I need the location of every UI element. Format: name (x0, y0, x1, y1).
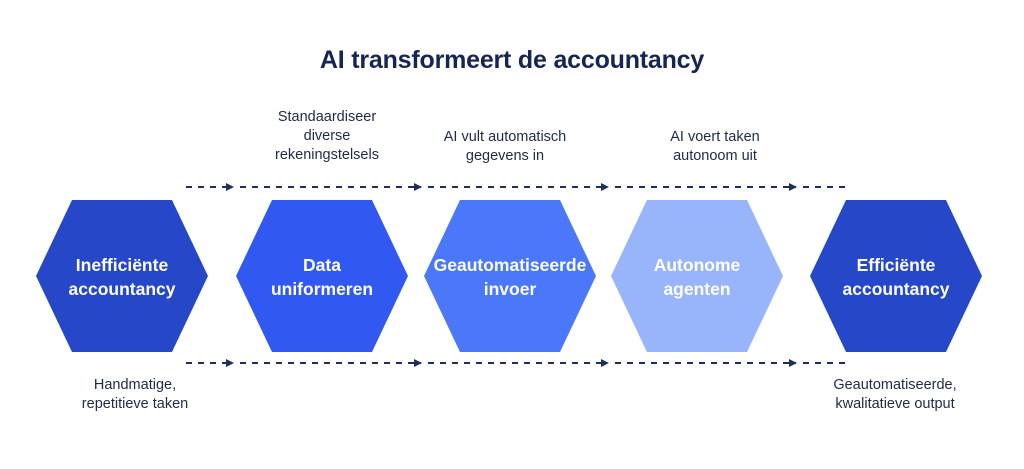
hex-label-inefficient: Inefficiënte accountancy (68, 255, 176, 299)
hex-data-uniform (236, 200, 408, 352)
hex-efficient (810, 200, 982, 352)
hex-label-efficient: Efficiënte accountancy (842, 255, 950, 299)
hex-label-data-uniform: Data uniformeren (270, 255, 374, 299)
caption-manual: Handmatige, repetitieve taken (81, 377, 189, 412)
hex-label-autonomous: Autonome agenten (653, 255, 741, 299)
diagram-title: AI transformeert de accountancy (319, 46, 705, 74)
caption-automated-output: Geautomatiseerde, kwalitatieve output (833, 377, 957, 412)
hex-inefficient (36, 200, 208, 352)
hex-autonomous (611, 200, 783, 352)
hex-label-auto-input: Geautomatiseerde invoer (433, 255, 587, 299)
caption-standardize: Standaardiseer diverse rekeningstelsels (275, 109, 379, 163)
caption-autonomous: AI voert taken autonoom uit (670, 129, 760, 164)
caption-auto-input: AI vult automatisch gegevens in (443, 129, 567, 164)
hex-auto-input (424, 200, 596, 352)
